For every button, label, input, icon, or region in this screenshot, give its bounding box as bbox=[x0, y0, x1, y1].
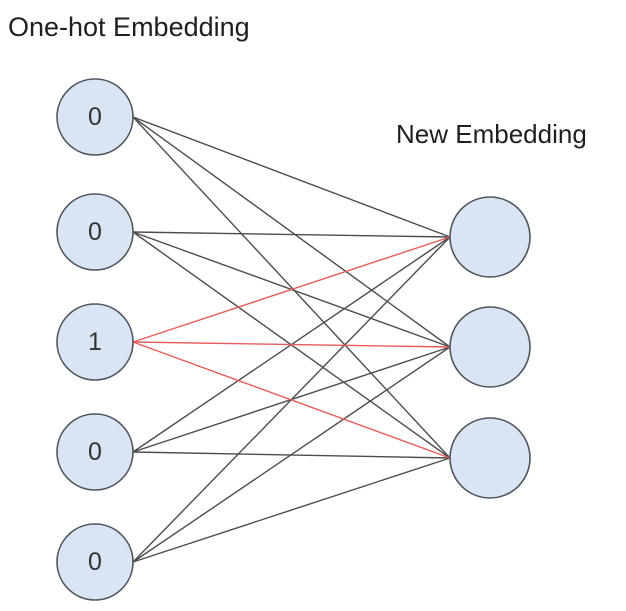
edge bbox=[132, 116, 451, 459]
edge bbox=[132, 346, 451, 563]
output-node-2 bbox=[449, 417, 531, 499]
new-embedding-title: New Embedding bbox=[396, 119, 587, 149]
edge-hot bbox=[132, 236, 451, 343]
edge-hot bbox=[132, 341, 451, 459]
input-node-0: 0 bbox=[56, 78, 134, 156]
input-node-3-label: 0 bbox=[88, 438, 102, 466]
input-node-2-circle bbox=[56, 303, 134, 381]
input-node-4-circle bbox=[56, 523, 134, 601]
input-node-3-circle bbox=[56, 413, 134, 491]
output-node-1-circle bbox=[449, 306, 531, 388]
one-hot-embedding-title: One-hot Embedding bbox=[8, 12, 250, 42]
edge bbox=[132, 457, 451, 563]
output-node-0 bbox=[449, 196, 531, 278]
edge bbox=[132, 116, 451, 348]
input-node-1: 0 bbox=[56, 193, 134, 271]
output-node-0-circle bbox=[449, 196, 531, 278]
input-node-0-label: 0 bbox=[88, 103, 102, 131]
input-node-4: 0 bbox=[56, 523, 134, 601]
input-node-0-circle bbox=[56, 78, 134, 156]
edge bbox=[132, 231, 451, 238]
edge bbox=[132, 116, 451, 238]
output-node-2-circle bbox=[449, 417, 531, 499]
input-node-2-label: 1 bbox=[88, 328, 102, 356]
input-node-3: 0 bbox=[56, 413, 134, 491]
input-node-2: 1 bbox=[56, 303, 134, 381]
input-node-1-circle bbox=[56, 193, 134, 271]
edge-hot bbox=[132, 341, 451, 348]
input-node-1-label: 0 bbox=[88, 218, 102, 246]
input-node-4-label: 0 bbox=[88, 548, 102, 576]
output-node-1 bbox=[449, 306, 531, 388]
